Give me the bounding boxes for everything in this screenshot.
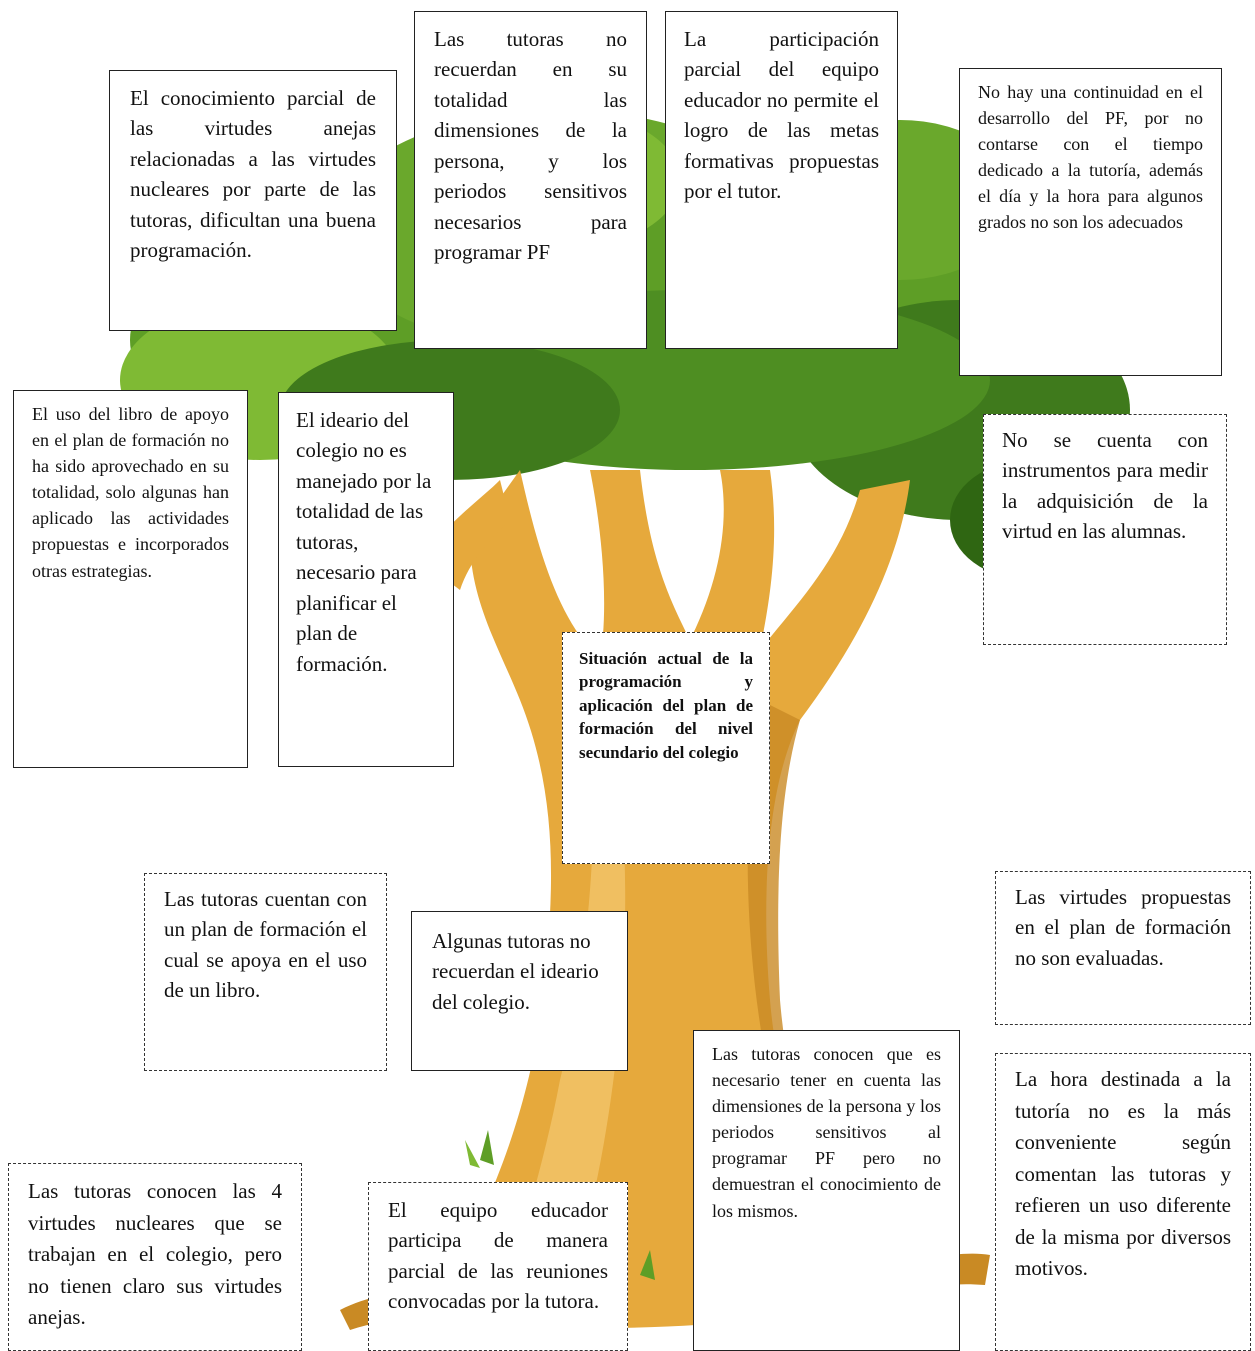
center-title: Situación actual de la programación y ap… [579, 649, 753, 762]
cause-box-virtudes-nucleares: Las tutoras conocen las 4 virtudes nucle… [8, 1163, 302, 1351]
cause-text: La hora destinada a la tutoría no es la … [1015, 1067, 1231, 1280]
problem-text: El uso del libro de apoyo en el plan de … [32, 404, 229, 581]
cause-text: Las virtudes propuestas en el plan de fo… [1015, 885, 1231, 970]
problem-box-participacion: La participación parcial del equipo educ… [665, 11, 898, 349]
problem-box-continuidad: No hay una continuidad en el desarrollo … [959, 68, 1222, 376]
problem-box-conocen-dimensiones: Las tutoras conocen que es necesario ten… [693, 1030, 960, 1351]
cause-box-instrumentos: No se cuenta con instrumentos para medir… [983, 414, 1227, 645]
center-box: Situación actual de la programación y ap… [562, 632, 770, 864]
problem-text: El ideario del colegio no es manejado po… [296, 408, 432, 676]
cause-text: Las tutoras cuentan con un plan de forma… [164, 887, 367, 1003]
problem-text: Algunas tutoras no recuerdan el ideario … [432, 929, 599, 1014]
cause-text: El equipo educador participa de manera p… [388, 1198, 608, 1314]
problem-text: No hay una continuidad en el desarrollo … [978, 82, 1203, 233]
cause-box-no-evaluadas: Las virtudes propuestas en el plan de fo… [995, 871, 1251, 1025]
problem-box-virtudes-anejas: El conocimiento parcial de las virtudes … [109, 70, 397, 331]
cause-box-libro: Las tutoras cuentan con un plan de forma… [144, 873, 387, 1071]
cause-text: Las tutoras conocen las 4 virtudes nucle… [28, 1179, 282, 1329]
cause-box-equipo-educador: El equipo educador participa de manera p… [368, 1182, 628, 1351]
grass [465, 1130, 655, 1280]
problem-box-ideario: El ideario del colegio no es manejado po… [278, 392, 454, 767]
problem-text: El conocimiento parcial de las virtudes … [130, 86, 376, 263]
cause-box-hora-tutoria: La hora destinada a la tutoría no es la … [995, 1053, 1251, 1351]
cause-text: No se cuenta con instrumentos para medir… [1002, 428, 1208, 544]
problem-box-no-recuerdan-ideario: Algunas tutoras no recuerdan el ideario … [411, 911, 628, 1071]
problem-text: Las tutoras conocen que es necesario ten… [712, 1044, 941, 1221]
problem-text: Las tutoras no recuerdan en su totalidad… [434, 27, 627, 265]
problem-text: La participación parcial del equipo educ… [684, 27, 879, 204]
problem-box-dimensiones: Las tutoras no recuerdan en su totalidad… [414, 11, 647, 349]
problem-box-libro-apoyo: El uso del libro de apoyo en el plan de … [13, 390, 248, 768]
